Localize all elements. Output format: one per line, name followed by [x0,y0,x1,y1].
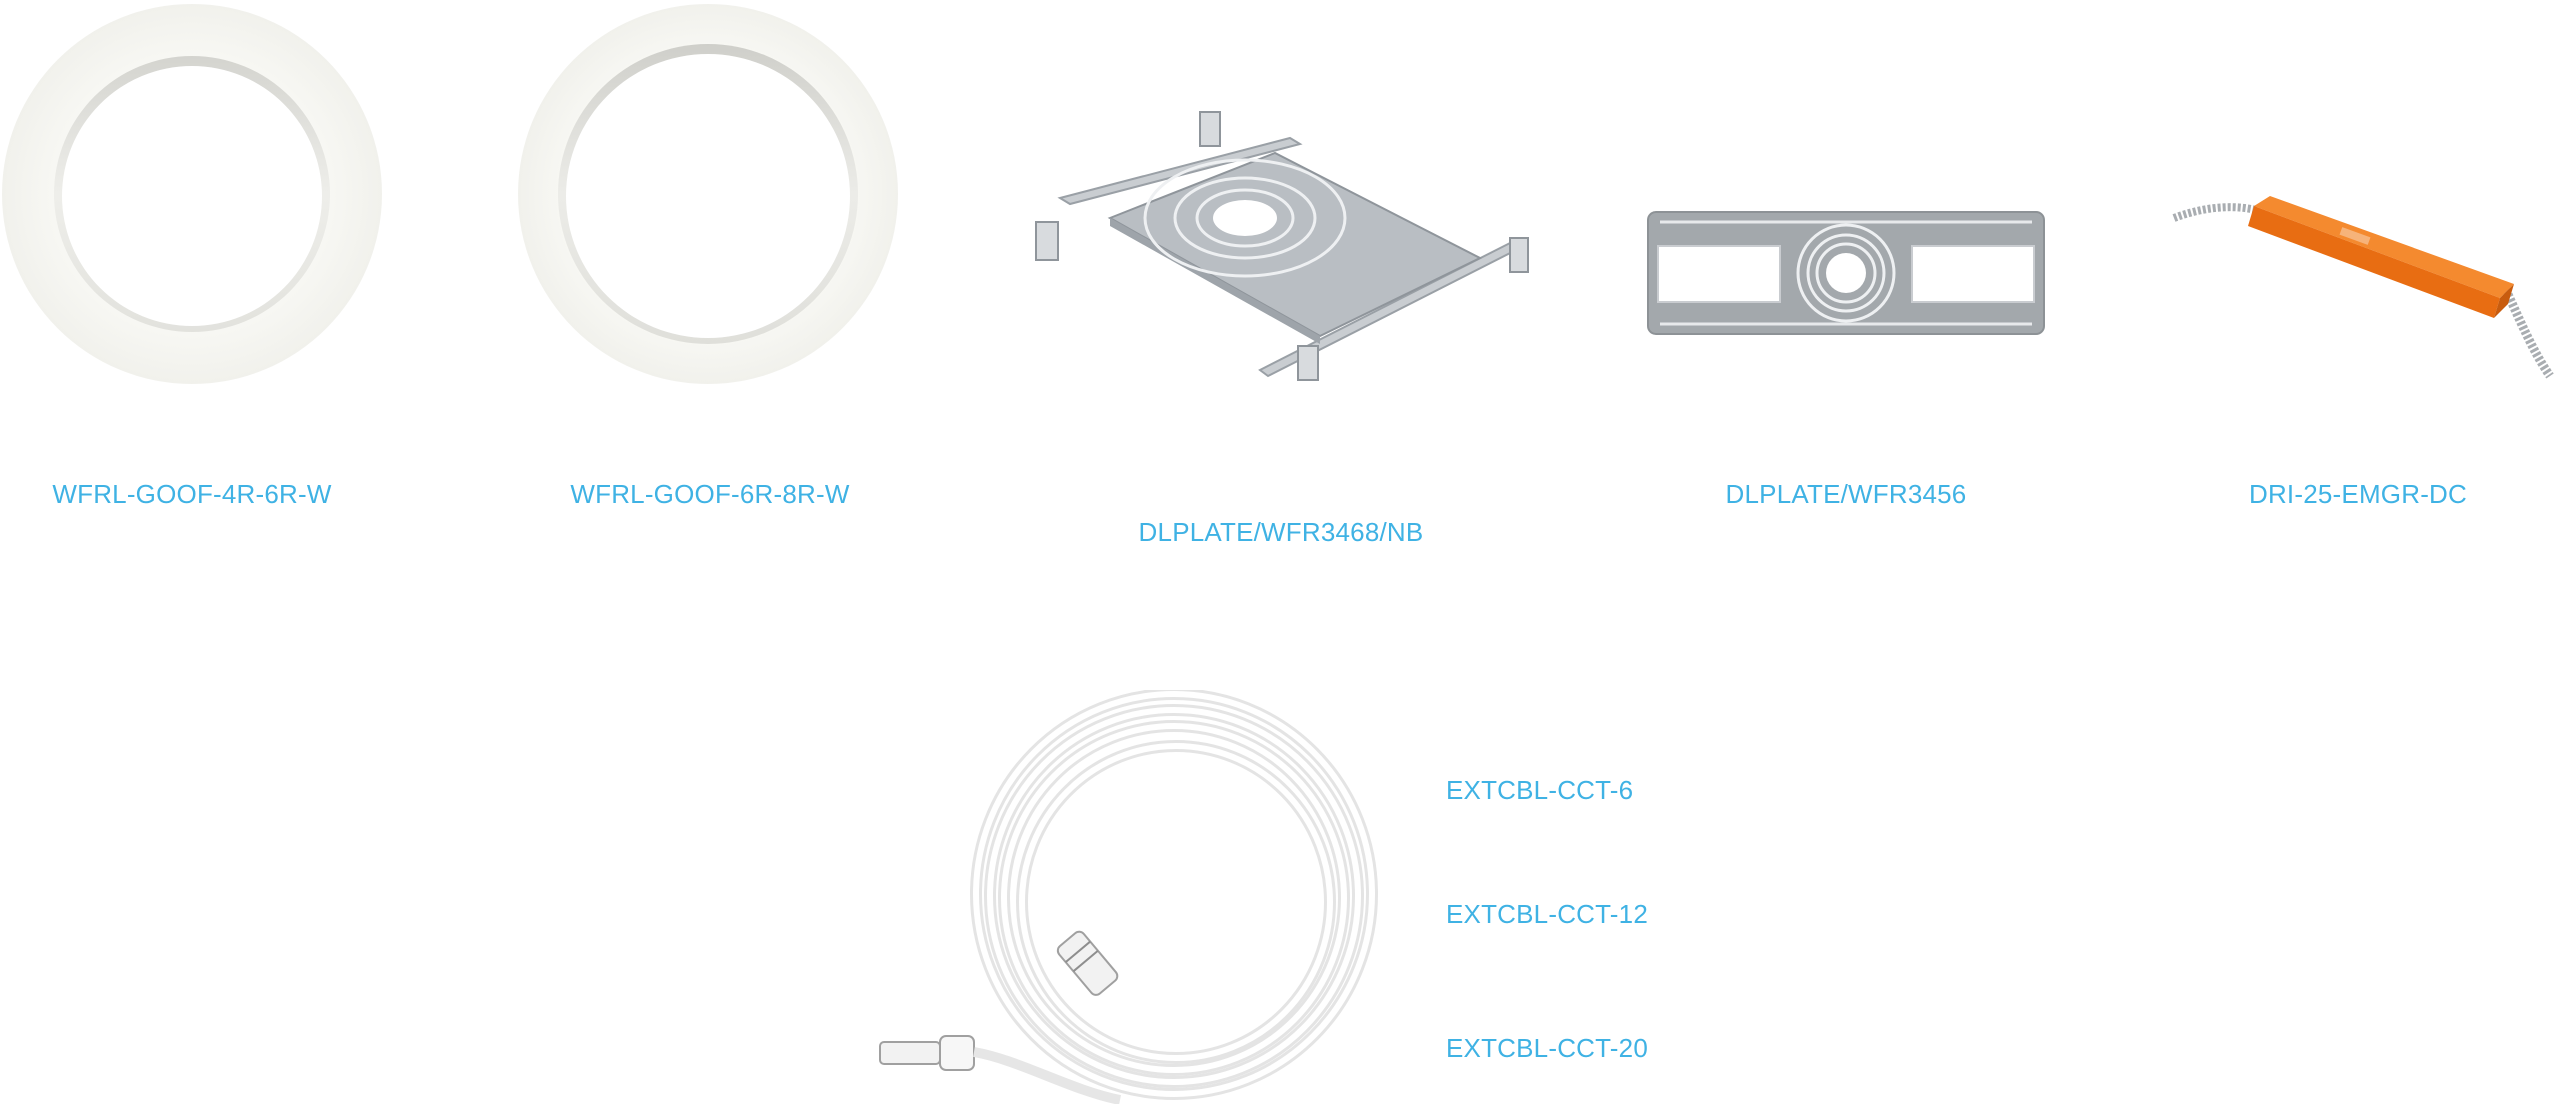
product-link-wfrl-goof-6r-8r-w[interactable]: WFRL-GOOF-6R-8R-W [570,479,850,509]
trim-ring-4r-6r-image[interactable] [0,0,384,388]
product-link-dlplate-wfr3456[interactable]: DLPLATE/WFR3456 [1725,479,1967,509]
product-link-extcbl-cct-12[interactable]: EXTCBL-CCT-12 [1446,899,1648,929]
mounting-plate-flat-image[interactable] [1646,210,2046,336]
product-link-extcbl-cct-6[interactable]: EXTCBL-CCT-6 [1446,775,1634,805]
product-link-dlplate-wfr3468-nb[interactable]: DLPLATE/WFR3468/NB [1138,517,1424,547]
mounting-plate-bracket-image[interactable] [1030,108,1530,388]
product-link-dri-25-emgr-dc[interactable]: DRI-25-EMGR-DC [2248,479,2468,509]
product-link-extcbl-cct-20[interactable]: EXTCBL-CCT-20 [1446,1033,1648,1063]
product-link-wfrl-goof-4r-6r-w[interactable]: WFRL-GOOF-4R-6R-W [52,479,332,509]
extension-cable-image[interactable] [870,690,1380,1104]
trim-ring-6r-8r-image[interactable] [516,0,900,388]
emergency-driver-image[interactable] [2170,190,2554,380]
